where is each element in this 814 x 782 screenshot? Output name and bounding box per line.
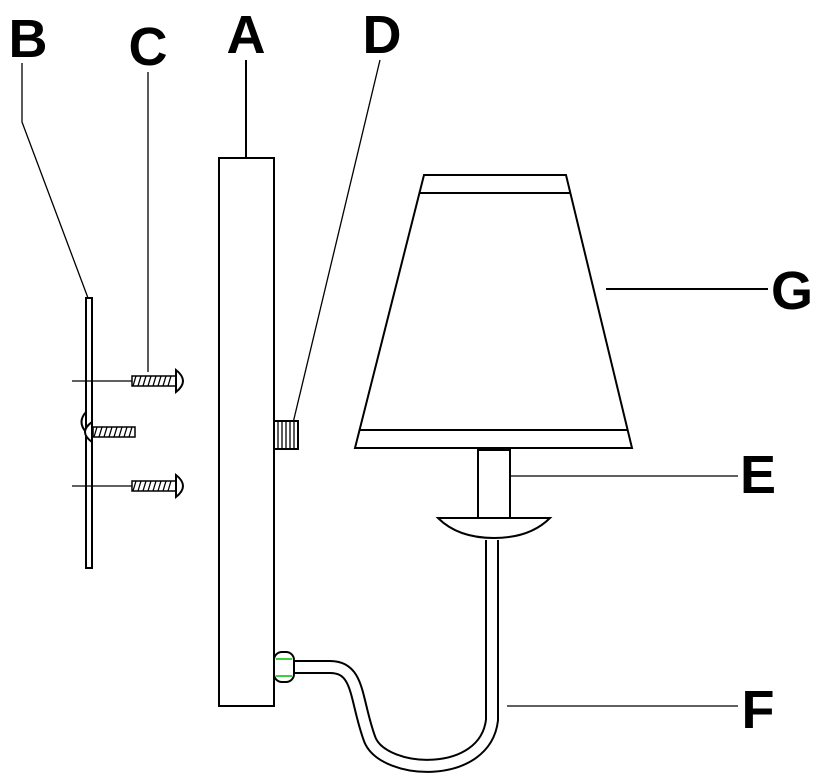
leader-lines [21, 59, 768, 707]
label-e: E [740, 445, 776, 505]
label-g: G [771, 261, 813, 321]
leader-line-d [292, 59, 381, 424]
label-f: F [742, 680, 775, 740]
label-a: A [227, 5, 266, 65]
leader-line-b [21, 63, 89, 299]
plate-screw-head [84, 420, 93, 444]
screw-head-upper [175, 367, 184, 395]
lamp-shade-body [353, 174, 634, 449]
lamp-shade [353, 174, 634, 449]
lamp-arm-outline [290, 540, 499, 773]
screw-head-lower [175, 472, 184, 500]
label-d: D [363, 5, 402, 65]
lamp-arm [273, 540, 499, 773]
candle-sleeve [477, 449, 511, 519]
arm-mount-collar [273, 651, 295, 683]
bobeche-cup [435, 517, 553, 540]
wall-screws [72, 367, 184, 500]
backplate [218, 157, 275, 707]
label-b: B [9, 9, 48, 69]
plate-screw [84, 420, 136, 444]
mounting-knob [273, 420, 299, 450]
label-c: C [129, 17, 168, 77]
